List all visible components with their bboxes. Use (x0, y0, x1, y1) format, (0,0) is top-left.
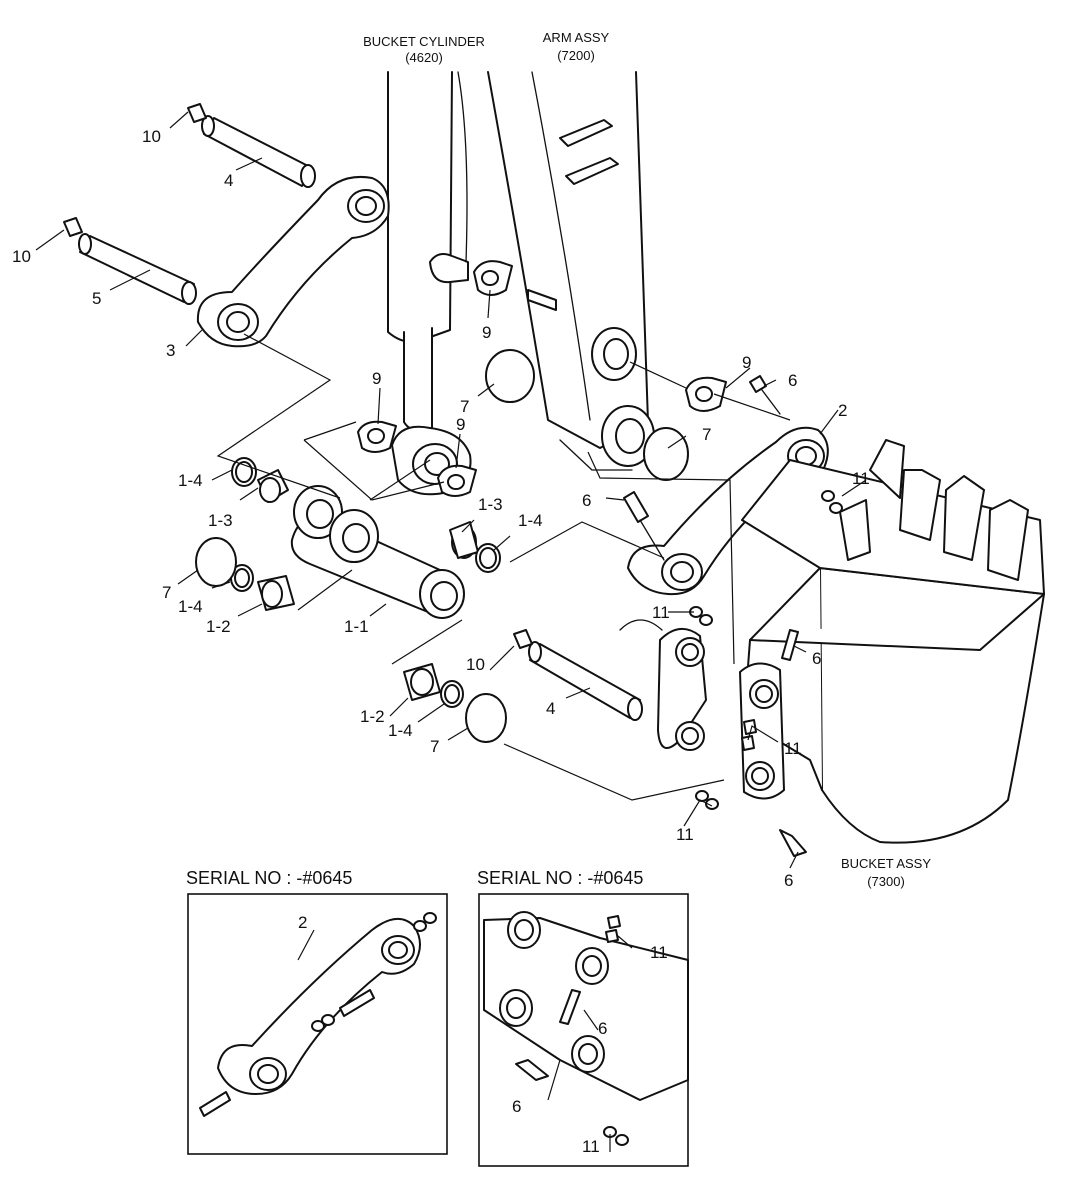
link-2 (627, 426, 829, 596)
callout-10: 10 (466, 655, 485, 674)
callout-6: 6 (582, 491, 591, 510)
link-1-1 (290, 485, 465, 619)
callout-5: 5 (92, 289, 101, 308)
callout-11: 11 (652, 603, 670, 622)
o-rings-7 (195, 349, 689, 743)
inset-right-detail (483, 911, 689, 1152)
callout-1-1: 1-1 (344, 617, 369, 636)
callout-6: 6 (784, 871, 793, 890)
inset-right-callout-11: 11 (582, 1137, 600, 1156)
bucket-assy-code: (7300) (867, 874, 905, 889)
inset-left-callout-2: 2 (298, 913, 307, 932)
callout-1-2: 1-2 (360, 707, 385, 726)
callout-10: 10 (12, 247, 31, 266)
callout-labels: 10 4 10 5 3 9 9 9 9 7 7 7 7 6 2 11 6 11 … (12, 127, 870, 1156)
bucket-assy (619, 439, 1045, 844)
pin-4-upper (187, 103, 316, 188)
inset-right-callout-6: 6 (512, 1097, 521, 1116)
callout-1-4: 1-4 (178, 471, 203, 490)
bucket-assy-label: BUCKET ASSY (841, 856, 931, 871)
callout-7: 7 (702, 425, 711, 444)
callout-10: 10 (142, 127, 161, 146)
bolts-nuts (623, 375, 843, 857)
inset-right-callout-6: 6 (598, 1019, 607, 1038)
assembly-labels: BUCKET CYLINDER (4620) ARM ASSY (7200) B… (186, 30, 931, 889)
callout-1-3: 1-3 (208, 511, 233, 530)
callout-7: 7 (430, 737, 439, 756)
callout-1-4: 1-4 (388, 721, 413, 740)
callout-6: 6 (812, 649, 821, 668)
arm-assy-code: (7200) (557, 48, 595, 63)
callout-1-2: 1-2 (206, 617, 231, 636)
callout-1-3: 1-3 (478, 495, 503, 514)
callout-7: 7 (460, 397, 469, 416)
callout-9: 9 (742, 353, 751, 372)
arm-assy (487, 71, 655, 471)
callout-4: 4 (546, 699, 555, 718)
callout-2: 2 (838, 401, 847, 420)
callout-11: 11 (784, 739, 802, 758)
inset-left-title: SERIAL NO : -#0645 (186, 868, 352, 888)
pin-4-lower (513, 629, 643, 721)
callout-6: 6 (788, 371, 797, 390)
inset-right-callout-11: 11 (650, 943, 668, 962)
link-3 (196, 176, 390, 348)
callout-1-4: 1-4 (518, 511, 543, 530)
bushings (230, 457, 501, 708)
leader-lines (35, 111, 867, 869)
callout-1-4: 1-4 (178, 597, 203, 616)
bucket-cylinder-code: (4620) (405, 50, 443, 65)
callout-9: 9 (372, 369, 381, 388)
callout-3: 3 (166, 341, 175, 360)
arm-assy-label: ARM ASSY (543, 30, 610, 45)
pin-5 (63, 217, 197, 305)
callout-11: 11 (676, 825, 694, 844)
bucket-cylinder-label: BUCKET CYLINDER (363, 34, 485, 49)
callout-7: 7 (162, 583, 171, 602)
callout-4: 4 (224, 171, 233, 190)
callout-9: 9 (456, 415, 465, 434)
inset-left-link-2 (199, 912, 437, 1117)
callout-9: 9 (482, 323, 491, 342)
inset-left-frame (187, 893, 448, 1155)
shims-9 (357, 260, 727, 497)
callout-11: 11 (852, 469, 870, 488)
inset-right-title: SERIAL NO : -#0645 (477, 868, 643, 888)
